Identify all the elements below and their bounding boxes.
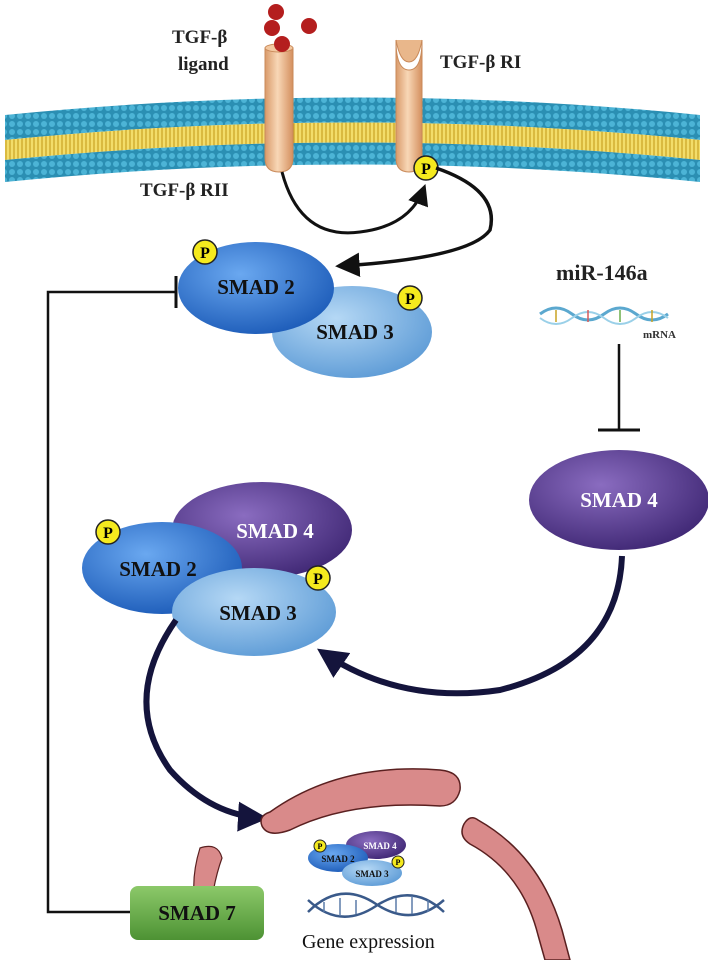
rii-to-ri-activation-arrow xyxy=(280,171,429,235)
ri-to-smad2-arrow xyxy=(335,166,493,278)
svg-text:SMAD 3: SMAD 3 xyxy=(316,320,394,344)
svg-text:SMAD 4: SMAD 4 xyxy=(363,841,397,851)
svg-text:P: P xyxy=(200,245,210,262)
receptor-ri-label: TGF-β RI xyxy=(440,52,521,73)
mirna-label: miR-146a xyxy=(556,260,648,285)
svg-text:P: P xyxy=(396,858,401,867)
svg-text:P: P xyxy=(405,291,415,308)
receptor-phospho-badge: P xyxy=(413,155,439,181)
nuclear-smad-complex: SMAD 4 SMAD 2 SMAD 3 P P xyxy=(308,831,406,886)
smad3-top-phospho-badge: P xyxy=(397,285,423,311)
smad7-inhibition-line xyxy=(46,290,176,914)
svg-text:SMAD 2: SMAD 2 xyxy=(321,854,355,864)
dna-helix-icon xyxy=(307,892,445,918)
mrna-strand-icon xyxy=(539,306,669,325)
svg-text:SMAD 2: SMAD 2 xyxy=(217,275,295,299)
tgf-beta-ligand xyxy=(264,4,317,52)
cell-membrane xyxy=(5,97,700,182)
svg-text:SMAD 2: SMAD 2 xyxy=(119,557,197,581)
smad7-box: SMAD 7 xyxy=(130,886,264,940)
smad2-complex-phospho-badge: P xyxy=(95,519,121,545)
svg-text:SMAD 3: SMAD 3 xyxy=(355,869,389,879)
smad3-complex-phospho-badge: P xyxy=(305,565,331,591)
svg-text:P: P xyxy=(421,161,431,178)
gene-expression-label: Gene expression xyxy=(302,931,435,953)
complex-to-nucleus-arrow xyxy=(143,618,268,832)
svg-text:SMAD 3: SMAD 3 xyxy=(219,601,297,625)
smad2-top: SMAD 2 xyxy=(178,242,334,334)
smad3-complex: SMAD 3 xyxy=(172,568,336,656)
ligand-label-line2: ligand xyxy=(178,54,229,75)
receptor-rii-label: TGF-β RII xyxy=(140,180,229,201)
svg-text:SMAD 4: SMAD 4 xyxy=(236,519,314,543)
svg-text:P: P xyxy=(103,525,113,542)
smad2-top-phospho-badge: P xyxy=(192,239,218,265)
tgf-beta-ri-receptor xyxy=(395,39,423,173)
nuclear-envelope xyxy=(193,768,571,960)
tgf-beta-rii-receptor xyxy=(264,43,294,173)
svg-text:SMAD 4: SMAD 4 xyxy=(580,488,658,512)
svg-text:P: P xyxy=(318,842,323,851)
smad4-to-complex-arrow xyxy=(317,555,625,697)
svg-text:SMAD 7: SMAD 7 xyxy=(158,901,236,925)
smad4-free: SMAD 4 xyxy=(529,450,708,550)
svg-text:P: P xyxy=(313,571,323,588)
mrna-label: mRNA xyxy=(643,329,676,341)
ligand-label-line1: TGF-β xyxy=(172,27,227,48)
